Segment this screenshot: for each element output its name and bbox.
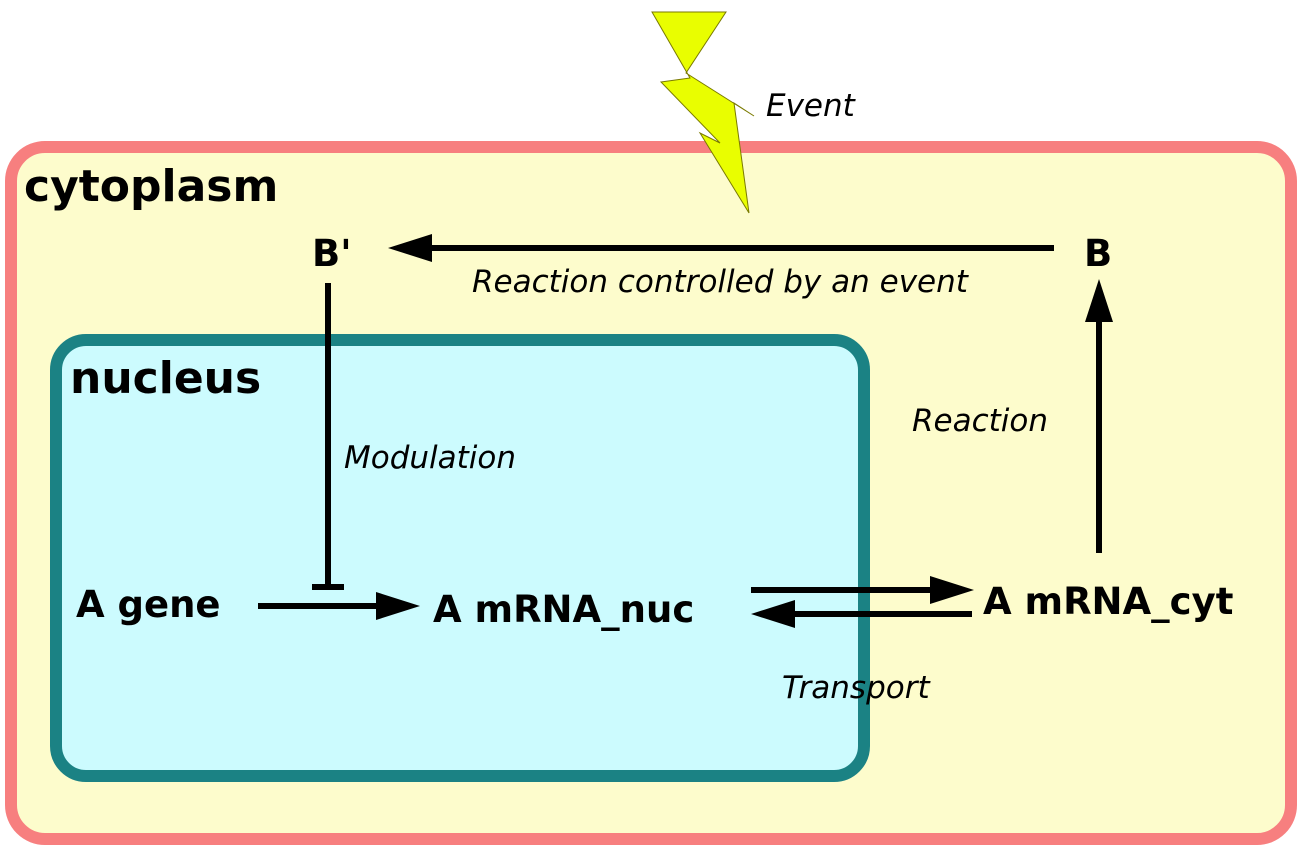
arrowhead [388, 234, 432, 262]
species-a-gene: A gene [76, 583, 221, 626]
species-a-mrna-cyt: A mRNA_cyt [983, 580, 1233, 623]
arrowhead [376, 592, 420, 620]
edge-transport [751, 576, 974, 628]
nucleus-label: nucleus [70, 353, 261, 404]
event-label: Event [766, 88, 857, 124]
lightning-bolt-icon [651, 11, 755, 214]
cytoplasm-label: cytoplasm [24, 161, 278, 212]
edge-transcription [258, 592, 420, 620]
arrowhead [930, 576, 974, 604]
transport-label: Transport [782, 670, 931, 706]
nucleus-compartment [50, 334, 870, 782]
edge-reaction-controlled [388, 234, 1054, 262]
modulation-label: Modulation [344, 440, 516, 476]
species-b-prime: B' [312, 232, 352, 275]
species-b: B [1084, 232, 1112, 275]
reaction-controlled-label: Reaction controlled by an event [472, 264, 970, 300]
species-a-mrna-nuc: A mRNA_nuc [433, 588, 694, 631]
edge-reaction [1085, 279, 1113, 553]
edge-modulation [312, 283, 344, 590]
arrowhead [751, 600, 795, 628]
reaction-label: Reaction [912, 403, 1048, 439]
arrowhead [1085, 279, 1113, 322]
